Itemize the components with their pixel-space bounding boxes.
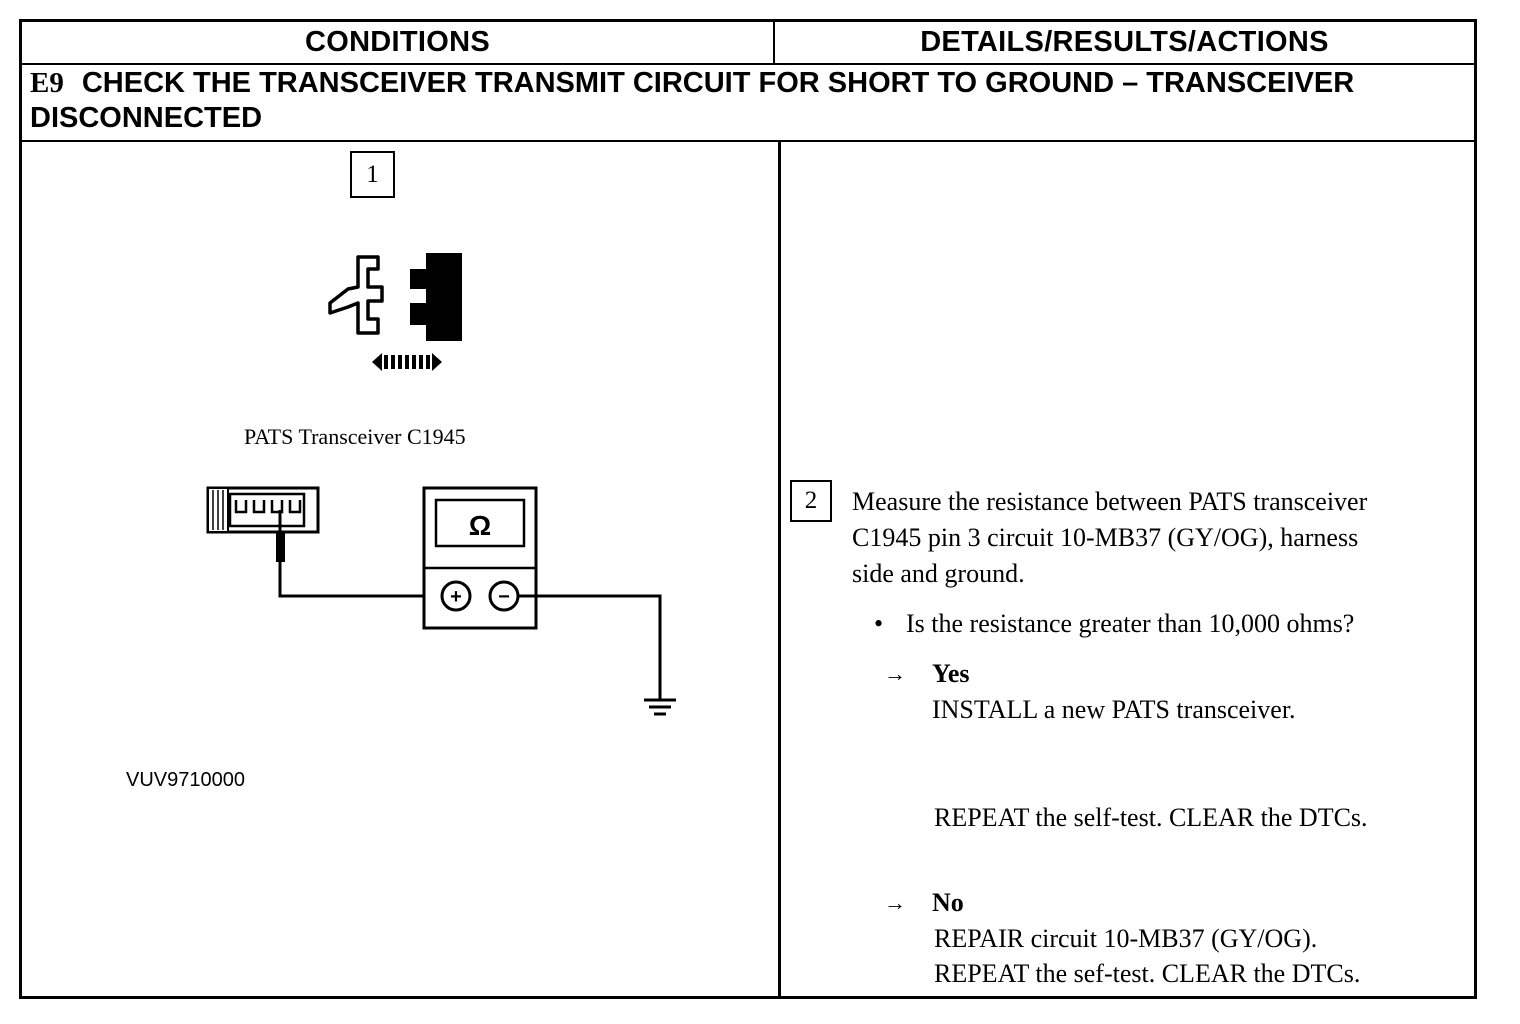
question-bullet: • [874, 609, 884, 638]
step-title-text: CHECK THE TRANSCEIVER TRANSMIT CIRCUIT F… [30, 67, 1355, 134]
connector-disconnect-illustration [328, 253, 462, 371]
details-header: DETAILS/RESULTS/ACTIONS [920, 26, 1329, 58]
test-probe-icon [276, 510, 285, 562]
positive-terminal [440, 580, 472, 612]
step-code: E9 [30, 67, 64, 99]
negative-test-lead [518, 594, 662, 700]
figure-code: VUV9710000 [126, 769, 245, 791]
negative-symbol: − [498, 586, 510, 608]
no-label: No [932, 888, 964, 917]
instruction-line-1: Measure the resistance between PATS tran… [852, 487, 1368, 516]
yes-arrow-icon: → [884, 661, 906, 686]
column-divider [778, 142, 781, 999]
yes-followup: REPEAT the self-test. CLEAR the DTCs. [934, 803, 1368, 832]
ohmmeter-icon: Ω + − [422, 486, 538, 630]
transceiver-connector-half-icon [328, 255, 384, 335]
conditions-header: CONDITIONS [22, 22, 775, 63]
positive-symbol: + [450, 586, 462, 608]
ground-symbol-icon [644, 698, 676, 716]
step-1-box: 1 [350, 151, 395, 198]
instruction-line-3: side and ground. [852, 559, 1025, 588]
positive-test-lead [278, 562, 440, 598]
step-2-box: 2 [790, 480, 832, 522]
yes-label: Yes [932, 659, 970, 688]
ohm-symbol: Ω [469, 510, 491, 541]
no-action-line-2: REPEAT the sef-test. CLEAR the DTCs. [934, 959, 1361, 988]
table-header-row: CONDITIONS DETAILS/RESULTS/ACTIONS [22, 22, 1474, 65]
no-action-line-1: REPAIR circuit 10-MB37 (GY/OG). [934, 924, 1318, 953]
question-text: Is the resistance greater than 10,000 oh… [906, 609, 1355, 638]
no-arrow-icon: → [884, 890, 906, 915]
connector-caption: PATS Transceiver C1945 [244, 424, 466, 449]
yes-action-line-1: INSTALL a new PATS transceiver. [932, 695, 1296, 724]
instruction-line-2: C1945 pin 3 circuit 10-MB37 (GY/OG), har… [852, 523, 1359, 552]
step-1-number: 1 [366, 160, 379, 188]
disconnect-arrow-icon [372, 353, 442, 371]
harness-connector-half-icon [410, 253, 462, 341]
step-2-number: 2 [804, 487, 818, 514]
c1945-connector-icon [206, 486, 320, 534]
ohmmeter-wiring-illustration: Ω + − [206, 486, 676, 716]
